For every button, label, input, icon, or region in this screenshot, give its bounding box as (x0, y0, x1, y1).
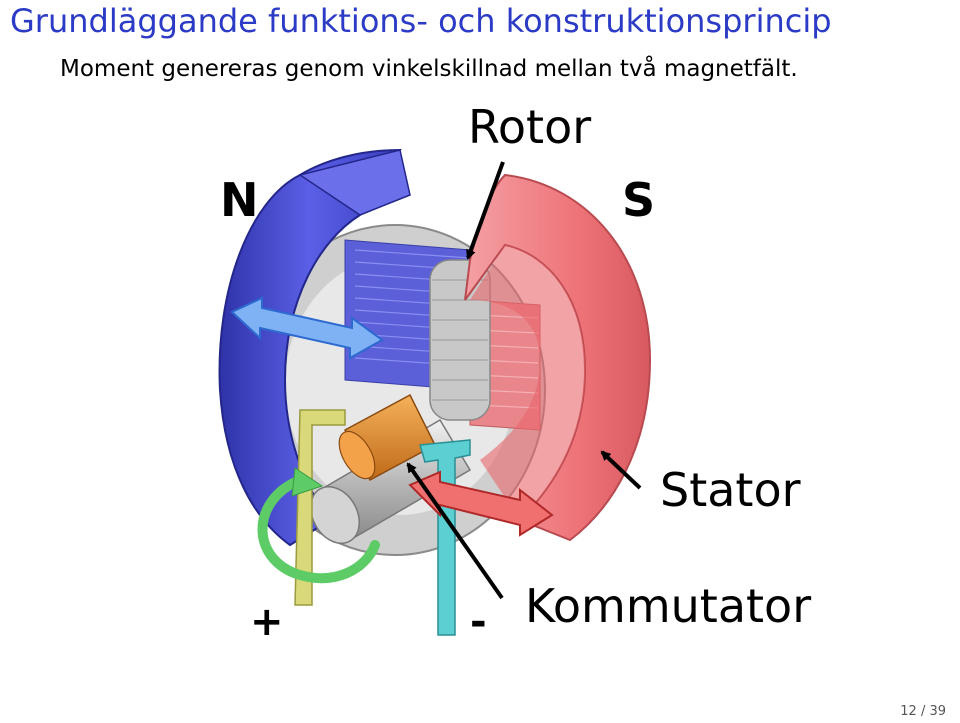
rotor-label: Rotor (468, 100, 591, 154)
minus-label: - (470, 599, 487, 645)
plus-label: + (250, 599, 284, 645)
brush-plus (294, 409, 346, 606)
slide-subtitle: Moment genereras genom vinkelskillnad me… (60, 56, 798, 82)
south-magnet-front (470, 245, 585, 520)
south-label: S (622, 173, 655, 227)
commutator-label: Kommutator (525, 579, 811, 633)
brush-minus (419, 439, 471, 636)
north-magnet-top (298, 149, 411, 216)
stator-pointer-arrow (600, 450, 642, 490)
stator-label: Stator (660, 463, 801, 517)
north-label: N (220, 173, 259, 227)
slide-title: Grundläggande funktions- och konstruktio… (10, 2, 832, 40)
rotor-pointer-arrow (466, 161, 505, 260)
page-number: 12 / 39 (900, 704, 946, 719)
north-field-arrow (230, 296, 384, 360)
commutator-pointer-arrow (406, 462, 504, 600)
rotation-arrow (257, 467, 380, 584)
